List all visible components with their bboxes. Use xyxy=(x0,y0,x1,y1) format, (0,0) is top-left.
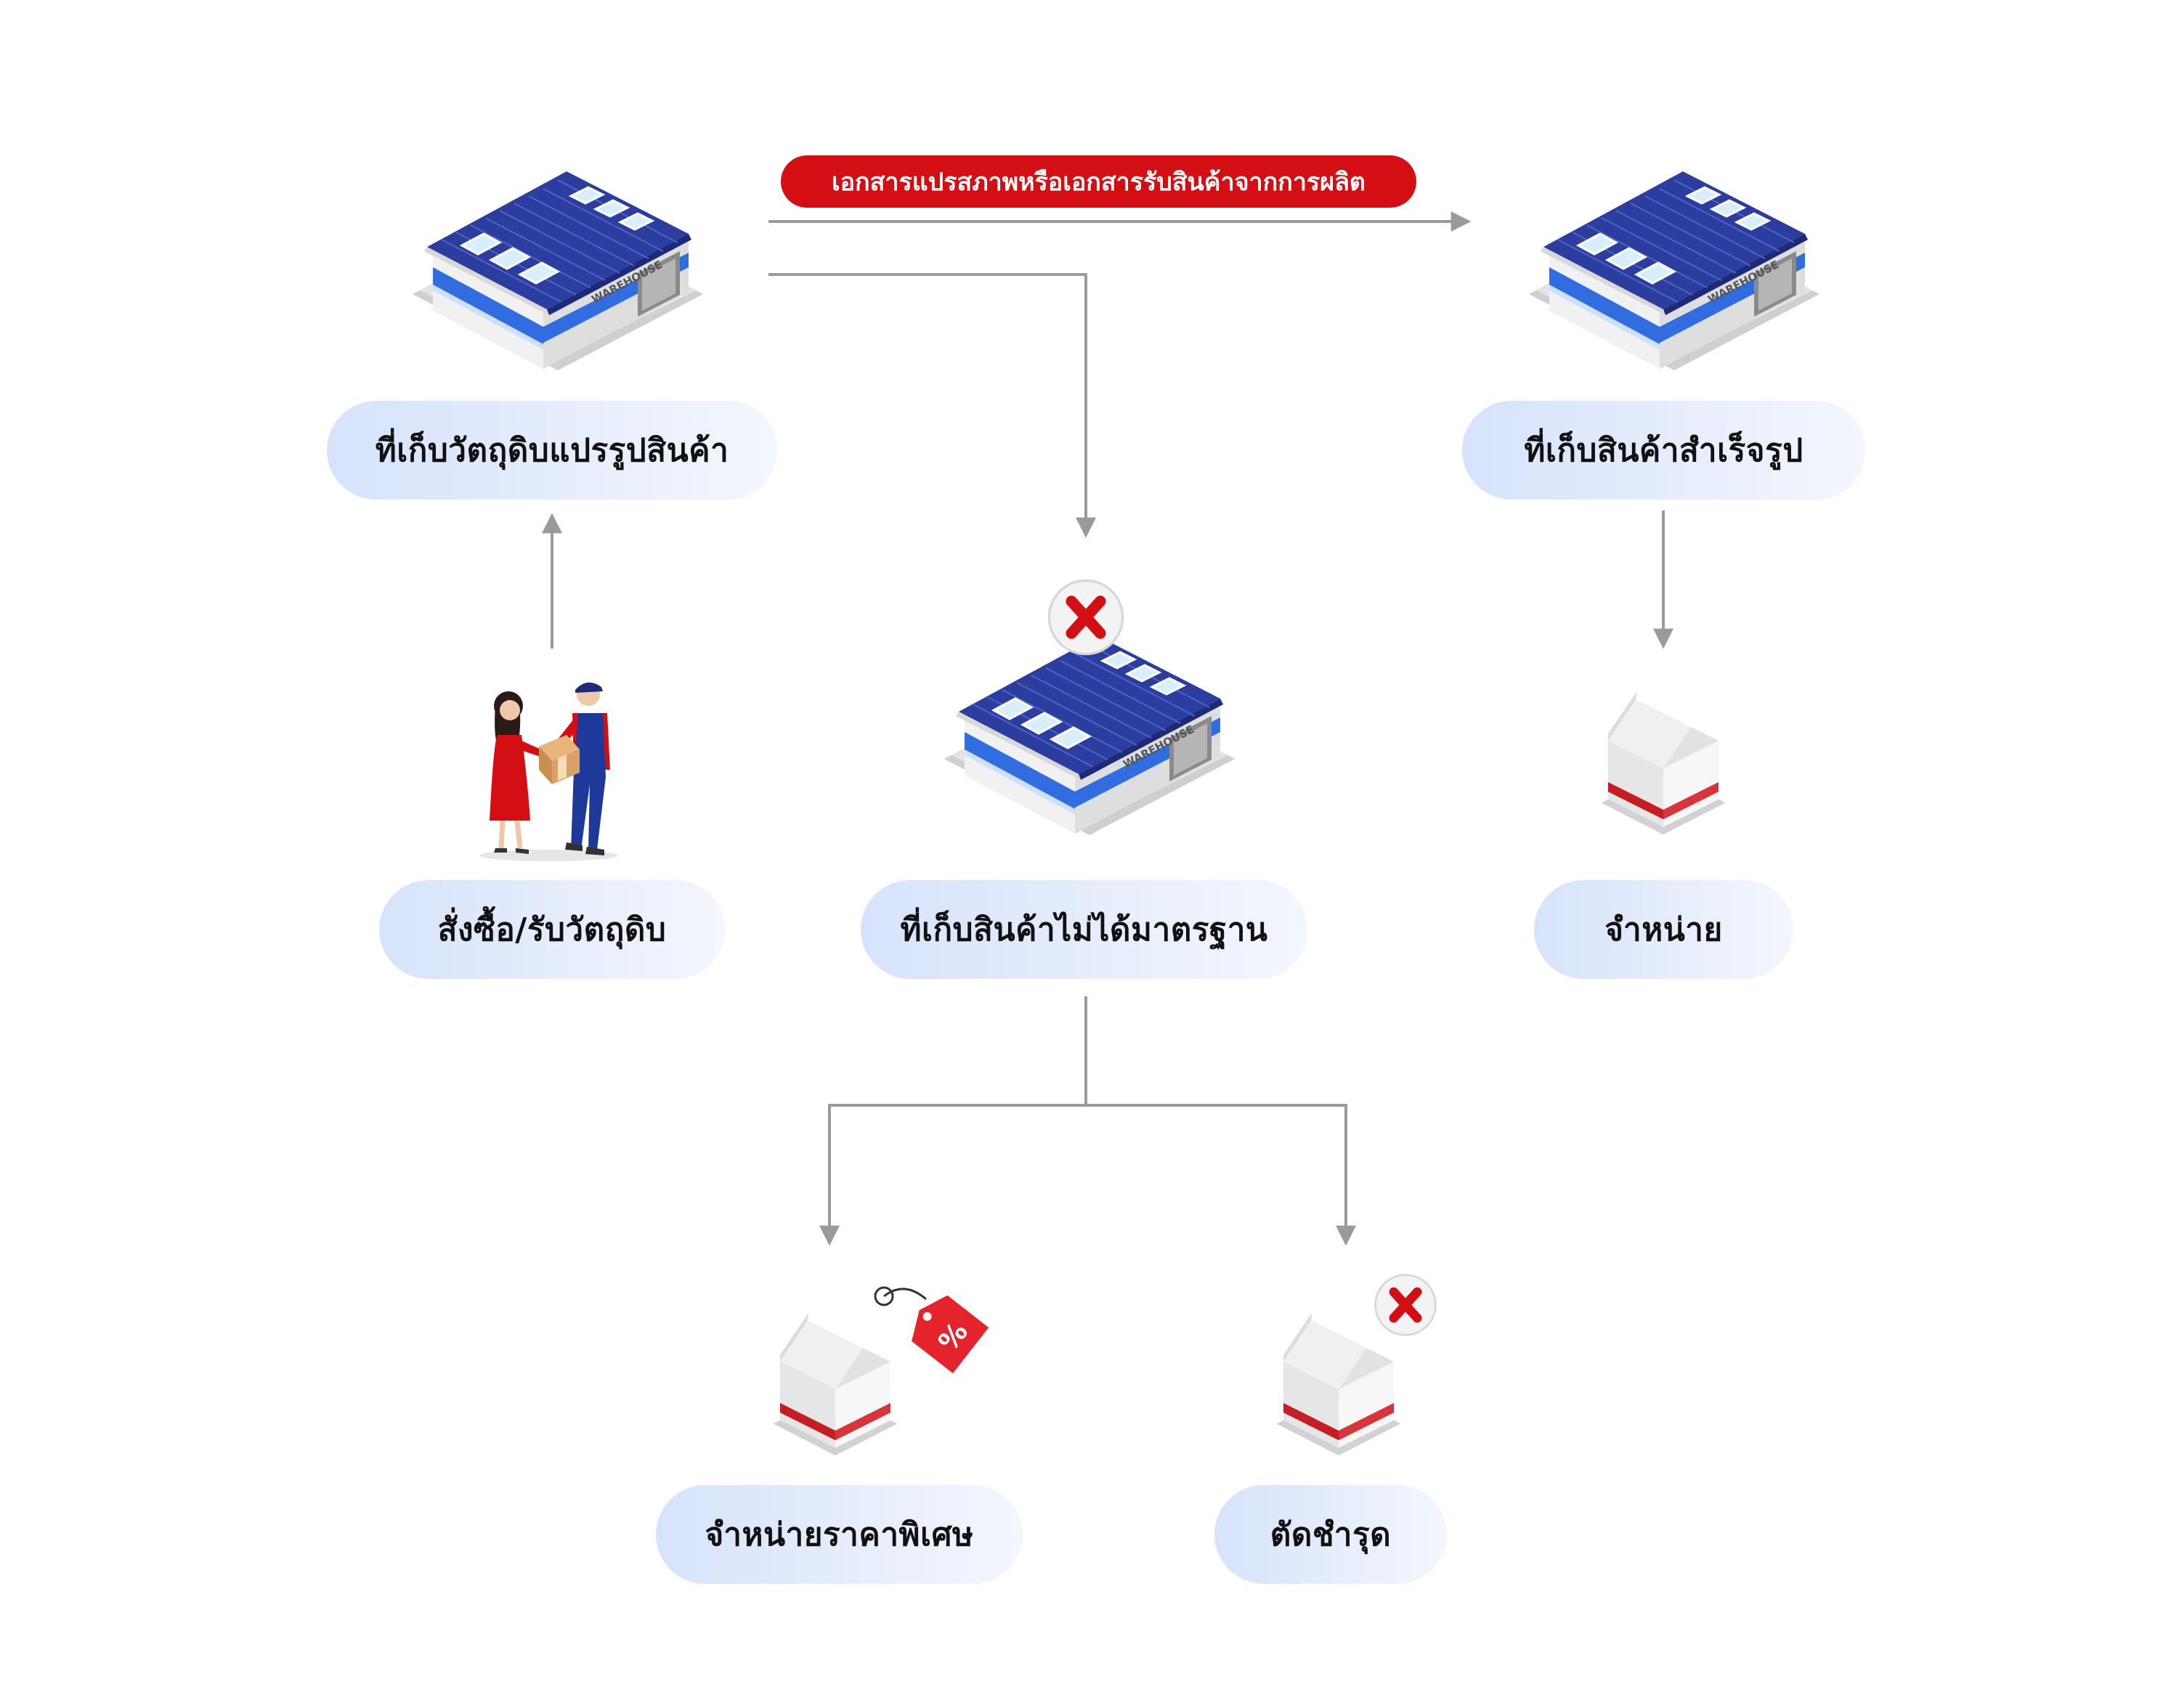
sell-discount-node: จำหน่ายราคาพิเศษ xyxy=(656,1485,1023,1584)
raw-storage-node: ที่เก็บวัตถุดิบแปรรูปสินค้า xyxy=(327,401,777,500)
nonstandard-storage-node: ที่เก็บสินค้าไม่ได้มาตรฐาน xyxy=(861,880,1307,979)
transform-document-label: เอกสารแปรสภาพหรือเอกสารรับสินค้าจากการผล… xyxy=(781,155,1416,208)
finished-storage-label: ที่เก็บสินค้าสำเร็จรูป xyxy=(1524,432,1803,469)
arrow-nonstandard-branch xyxy=(819,996,1087,1246)
arrow-raw-to-nonstandard xyxy=(768,273,1096,538)
purchase-label: สั่งซื้อ/รับวัตถุดิบ xyxy=(437,911,667,948)
purchase-node: สั่งซื้อ/รับวัตถุดิบ xyxy=(379,880,725,979)
delivery-handover-icon xyxy=(479,682,617,861)
reject-x-icon xyxy=(1046,577,1126,657)
finished-storage-node: ที่เก็บสินค้าสำเร็จรูป xyxy=(1462,401,1865,500)
milk-carton-icon xyxy=(1594,672,1732,837)
warehouse-icon xyxy=(398,138,718,385)
warehouse-icon xyxy=(1514,138,1834,385)
sell-discount-label: จำหน่ายราคาพิเศษ xyxy=(705,1516,974,1553)
sell-label: จำหน่าย xyxy=(1604,911,1723,948)
sell-node: จำหน่าย xyxy=(1534,880,1793,979)
nonstandard-storage-label: ที่เก็บสินค้าไม่ได้มาตรฐาน xyxy=(900,911,1268,948)
write-off-node: ตัดชำรุด xyxy=(1214,1485,1447,1584)
reject-x-icon xyxy=(1373,1272,1438,1338)
arrow-nonstandard-branch-right xyxy=(1086,1104,1356,1246)
write-off-label: ตัดชำรุด xyxy=(1270,1516,1392,1553)
discount-tag-icon: % xyxy=(874,1286,989,1374)
raw-storage-label: ที่เก็บวัตถุดิบแปรรูปสินค้า xyxy=(375,432,729,469)
